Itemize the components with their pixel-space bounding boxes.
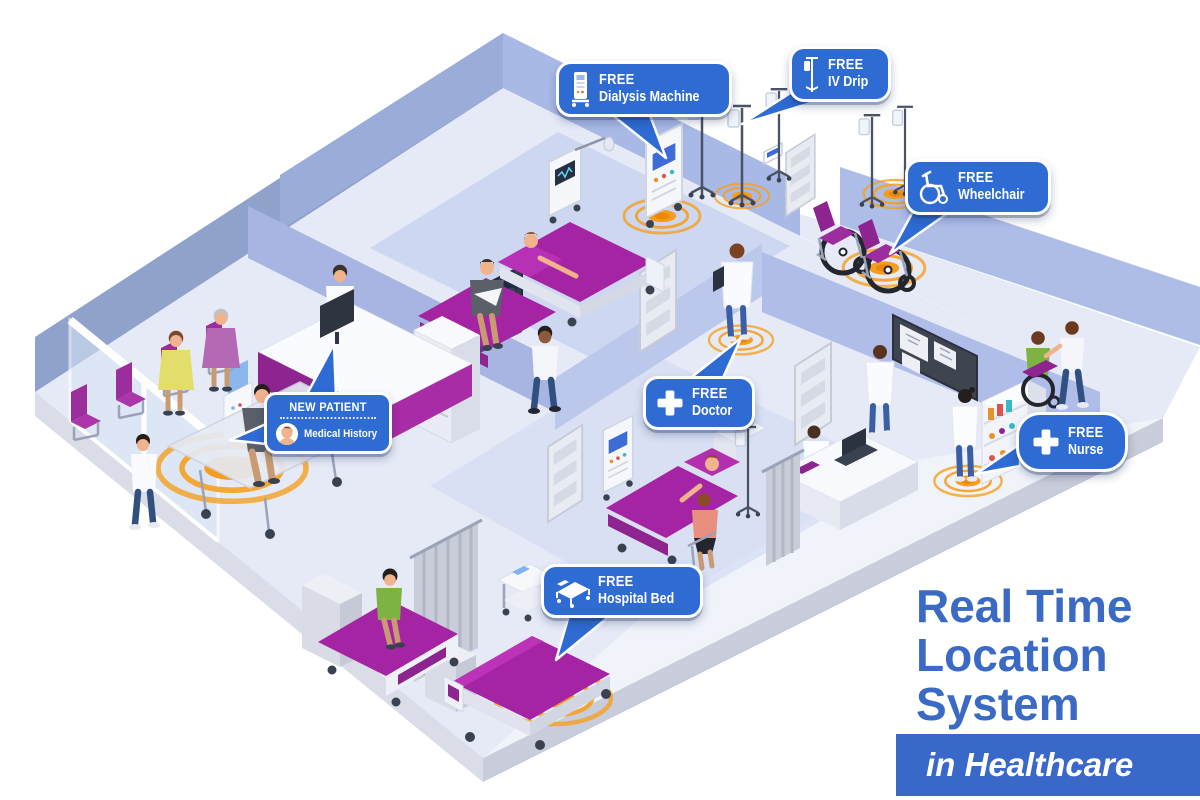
callout-line1: FREE [599,71,635,88]
orderly-pushing-wheelchair [1043,321,1089,410]
callout-line1: FREE [1068,424,1104,441]
callout-line2: Wheelchair [958,187,1025,204]
callout-free-doctor: FREE Doctor [643,376,755,430]
hospital-bed-icon [553,574,591,608]
callout-text: FREE Doctor [692,385,732,421]
title-line-1: Real Time [916,580,1133,632]
callout-new-patient: NEW PATIENT Medical History [264,392,392,454]
callout-text: FREE Wheelchair [958,169,1025,205]
callout-line1: FREE [828,56,864,73]
medical-cross-icon [655,388,685,418]
bed-sitting-woman [318,568,459,707]
patient-avatar-icon [276,423,298,445]
callout-free-wheelchair: FREE Wheelchair [905,159,1052,215]
ward-bed-patient-visitor [606,416,768,571]
xray-doctor [865,345,895,438]
callout-free-nurse: FREE Nurse [1016,412,1129,472]
callout-line1: FREE [958,169,994,186]
new-patient-row: Medical History [276,423,380,445]
new-patient-label: Medical History [304,428,378,440]
title-line-2: Location [916,628,1108,681]
interior-doors [547,133,832,523]
callout-line1: FREE [692,385,728,402]
callout-free-iv-drip: FREE IV Drip [789,46,891,102]
callout-line2: Hospital Bed [598,591,675,608]
callout-line2: Dialysis Machine [599,89,700,106]
waiting-woman-purple [202,308,240,392]
callout-free-hospital-bed: FREE Hospital Bed [541,564,703,618]
iv-drip-icon [801,55,821,93]
callout-text: FREE Dialysis Machine [599,71,699,107]
ventilator-monitor [548,136,615,224]
waiting-woman-yellow [158,330,194,416]
walking-man [528,325,561,414]
xray-lightbox [892,313,978,402]
reception-monitor [320,289,354,338]
title-line-3: System [916,677,1080,730]
curtain-divider-right [761,448,805,566]
callout-line2: Nurse [1068,442,1104,459]
callout-text: FREE Nurse [1068,424,1103,460]
subtitle-banner: in Healthcare [896,734,1200,796]
free-hospital-bed [443,636,611,750]
icu-bed-with-patient [498,222,665,327]
free-doctor-figure [713,243,754,342]
dialysis-machine-icon [568,70,592,108]
callout-text: FREE IV Drip [828,56,868,92]
entering-doctor [129,434,160,530]
free-nurse-figure [951,387,979,482]
callout-line2: Doctor [692,403,733,420]
wheelchair-icon [917,168,951,206]
callout-free-dialysis-machine: FREE Dialysis Machine [556,61,732,117]
medical-cross-icon [1031,427,1061,457]
office-desk-laptop [776,425,920,530]
subtitle-text: in Healthcare [926,746,1134,783]
callout-line1: FREE [598,573,634,590]
callout-line2: IV Drip [828,74,869,91]
callout-text: FREE Hospital Bed [598,573,674,609]
page-title: Real Time Location System [916,582,1132,728]
new-patient-header: NEW PATIENT [280,400,376,419]
